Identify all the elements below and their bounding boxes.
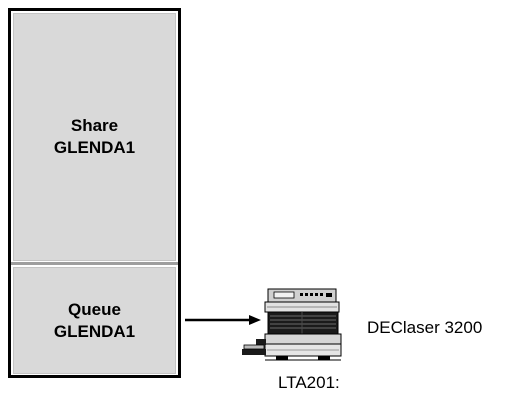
queue-to-printer-arrow — [185, 315, 261, 325]
queue-label-line2: GLENDA1 — [53, 321, 136, 341]
queue-stack: Share GLENDA1 Queue GLENDA1 — [8, 8, 181, 378]
printer-icon — [242, 288, 342, 361]
arrow-head — [249, 315, 261, 325]
share-label-line2: GLENDA1 — [53, 138, 136, 157]
share-label: Share GLENDA1 — [54, 115, 135, 159]
share-label-line1: Share — [70, 116, 119, 135]
queue-label-line1: Queue — [68, 299, 121, 319]
printer-name-label: DEClaser 3200 — [367, 318, 483, 337]
queue-label: Queue GLENDA1 — [54, 299, 135, 343]
queue-box: Queue GLENDA1 — [13, 267, 176, 374]
stack-divider — [11, 262, 178, 265]
printer-port-label: LTA201: — [278, 373, 340, 392]
share-box: Share GLENDA1 — [13, 13, 176, 261]
